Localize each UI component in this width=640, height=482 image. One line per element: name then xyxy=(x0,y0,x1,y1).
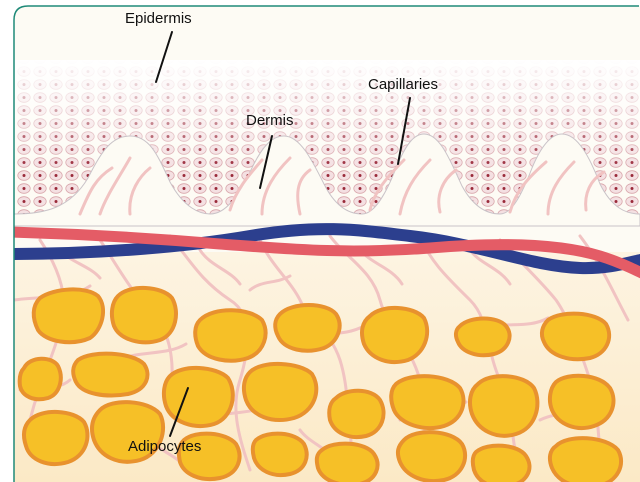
adipocyte xyxy=(112,288,176,342)
adipocyte xyxy=(244,364,316,420)
adipocyte xyxy=(329,391,383,437)
adipocyte xyxy=(550,376,614,428)
adipocyte xyxy=(317,444,378,482)
dermis-label: Dermis xyxy=(246,112,294,129)
adipocyte xyxy=(542,314,609,360)
adipocyte xyxy=(275,305,339,351)
adipocyte xyxy=(362,308,427,362)
adipocyte xyxy=(473,446,530,482)
adipocyte xyxy=(470,376,537,436)
capillaries-label: Capillaries xyxy=(368,76,438,93)
adipocyte xyxy=(195,310,265,360)
adipocyte xyxy=(20,359,61,400)
adipocytes-label: Adipocytes xyxy=(128,438,201,455)
adipocyte xyxy=(24,412,88,464)
adipocyte xyxy=(456,319,510,356)
adipocyte xyxy=(391,376,463,428)
adipocyte xyxy=(550,438,621,482)
adipocyte xyxy=(164,368,233,426)
adipocyte xyxy=(73,354,147,396)
adipocyte xyxy=(398,432,465,481)
adipocyte xyxy=(34,289,103,342)
adipocyte xyxy=(253,434,307,475)
epidermis-label: Epidermis xyxy=(125,10,192,27)
